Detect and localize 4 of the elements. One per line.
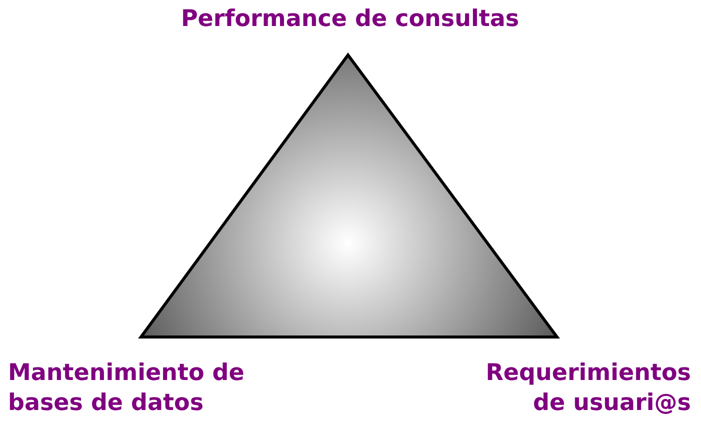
vertex-label: Mantenimiento de bases de datos — [8, 359, 246, 418]
vertex-label: Requerimientos de usuari@s — [484, 359, 691, 418]
triangle-shape — [138, 52, 560, 338]
vertex-label: Performance de consultas — [180, 5, 520, 34]
